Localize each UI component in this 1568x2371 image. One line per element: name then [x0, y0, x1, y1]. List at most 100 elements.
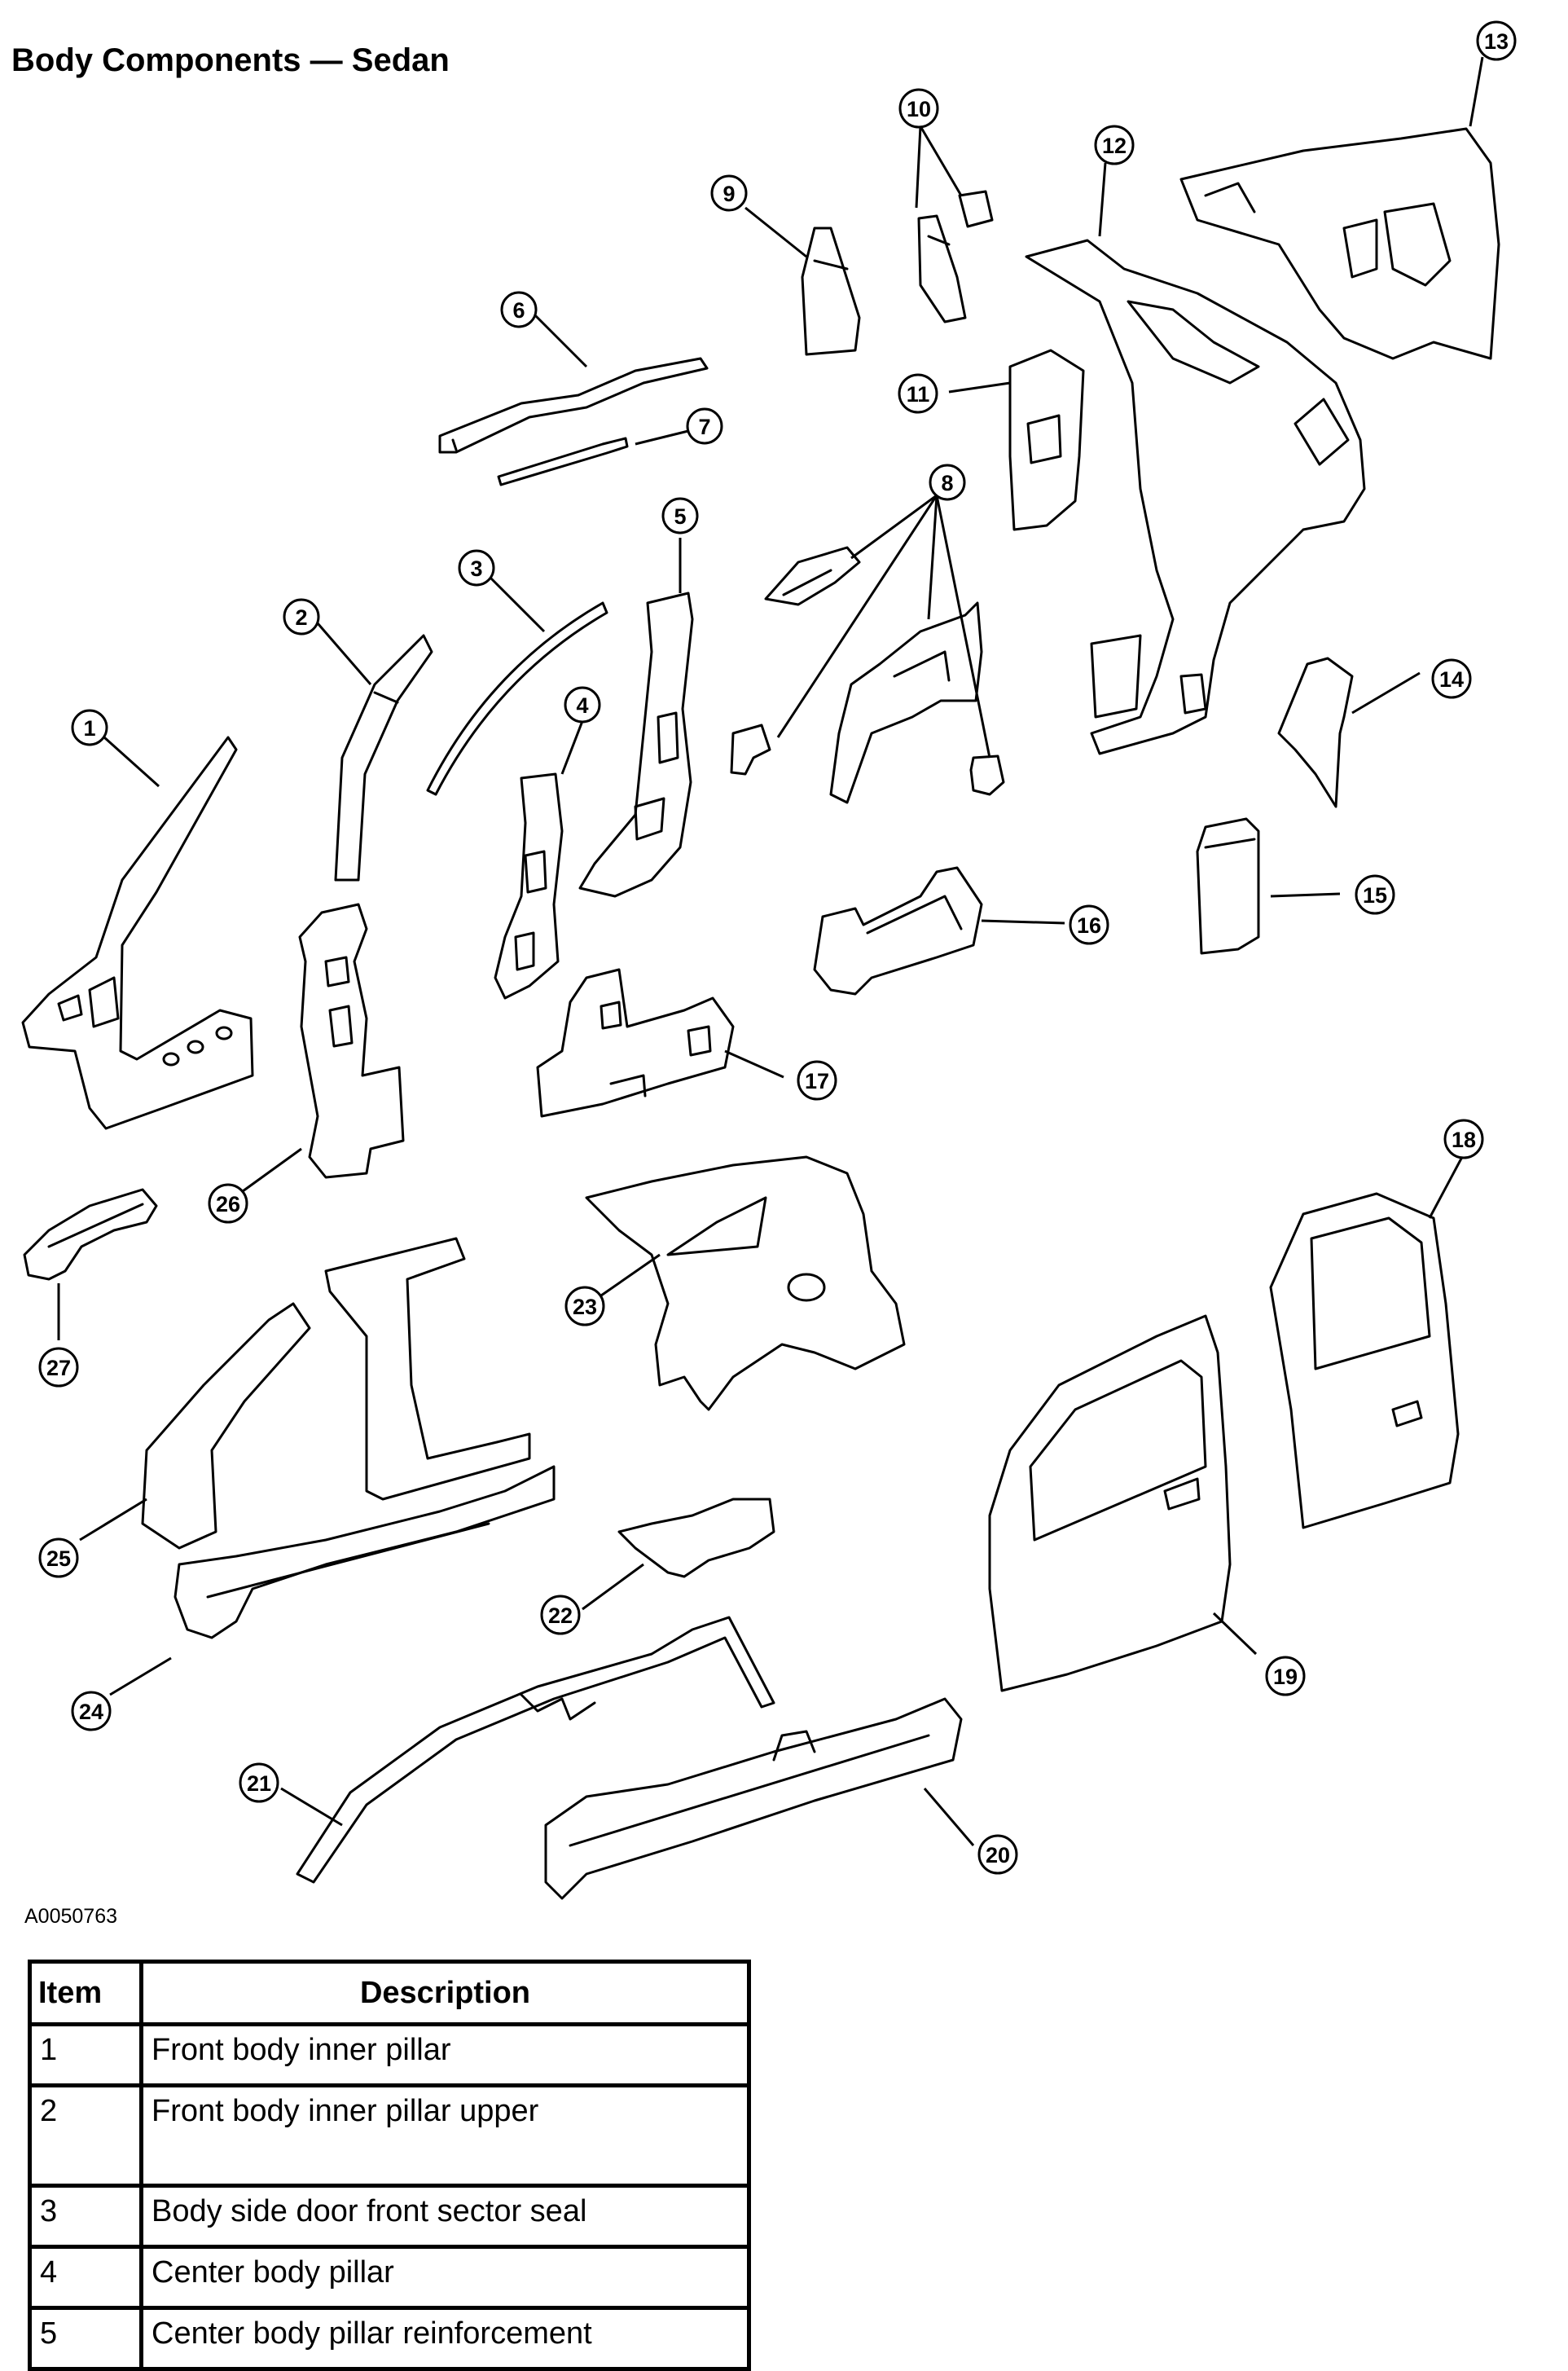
part-27-bracket — [23, 1188, 158, 1281]
svg-text:6: 6 — [512, 298, 525, 323]
part-20-sill-reinforcement — [544, 1697, 963, 1900]
callout-20: 20 — [977, 1834, 1018, 1875]
item-description-table: Item Description 1 Front body inner pill… — [28, 1960, 751, 2371]
item-cell: 4 — [28, 2245, 143, 2310]
callout-13: 13 — [1476, 20, 1517, 61]
item-cell: 2 — [28, 2083, 143, 2188]
svg-text:12: 12 — [1102, 134, 1127, 158]
table-row: 1 Front body inner pillar — [28, 2022, 751, 2087]
svg-text:26: 26 — [216, 1192, 240, 1216]
callout-24: 24 — [71, 1691, 112, 1731]
page-title: Body Components — Sedan — [11, 42, 450, 78]
table-row: 2 Front body inner pillar upper — [28, 2083, 751, 2188]
svg-text:7: 7 — [698, 415, 710, 439]
callout-19: 19 — [1265, 1656, 1306, 1696]
callout-1: 1 — [71, 709, 108, 746]
part-15-block — [1196, 817, 1260, 955]
svg-text:14: 14 — [1439, 667, 1464, 692]
part-11-panel — [1008, 349, 1085, 531]
svg-text:18: 18 — [1452, 1128, 1476, 1152]
svg-text:27: 27 — [46, 1356, 71, 1380]
part-8-brackets — [730, 546, 1005, 804]
callout-18: 18 — [1443, 1119, 1484, 1159]
part-25-body-side-outer — [141, 1237, 531, 1550]
callout-9: 9 — [710, 174, 748, 212]
part-24-rocker-outer — [173, 1465, 556, 1639]
part-13-rear-inner-panel — [1179, 127, 1500, 360]
callout-5: 5 — [661, 497, 699, 534]
svg-text:10: 10 — [907, 97, 931, 121]
part-1-front-body-inner-pillar — [21, 736, 254, 1130]
description-cell: Front body inner pillar upper — [139, 2083, 751, 2188]
callout-3: 3 — [458, 549, 495, 587]
part-14-bracket — [1277, 657, 1354, 808]
column-header-description: Description — [139, 1960, 751, 2026]
callout-15: 15 — [1355, 874, 1395, 915]
part-2-inner-pillar-upper — [334, 634, 433, 882]
column-header-item: Item — [28, 1960, 143, 2026]
callout-4: 4 — [564, 686, 601, 724]
svg-text:2: 2 — [295, 605, 307, 630]
description-cell: Center body pillar reinforcement — [139, 2306, 751, 2371]
svg-text:21: 21 — [247, 1771, 271, 1796]
callout-25: 25 — [38, 1537, 79, 1578]
part-9-bracket — [801, 227, 861, 356]
callout-17: 17 — [797, 1060, 837, 1101]
item-cell: 3 — [28, 2184, 143, 2249]
svg-text:23: 23 — [573, 1295, 597, 1319]
part-4-center-body-pillar — [494, 772, 564, 1000]
svg-text:22: 22 — [548, 1603, 573, 1628]
callout-10: 10 — [898, 88, 939, 129]
description-cell: Front body inner pillar — [139, 2022, 751, 2087]
svg-text:25: 25 — [46, 1546, 71, 1571]
part-17-bracket — [536, 968, 735, 1118]
description-cell: Body side door front sector seal — [139, 2184, 751, 2249]
part-19-front-door — [988, 1314, 1232, 1692]
part-7-rail-strip — [497, 437, 629, 486]
svg-text:16: 16 — [1077, 913, 1101, 938]
part-6-roof-rail — [438, 357, 709, 454]
table-row: 4 Center body pillar — [28, 2245, 751, 2310]
part-18-rear-door — [1269, 1192, 1460, 1529]
svg-text:9: 9 — [723, 182, 735, 206]
callout-6: 6 — [500, 291, 538, 328]
exploded-parts-diagram: 1 2 3 4 5 6 7 8 9 10 11 12 13 14 15 16 1… — [21, 20, 1517, 1900]
svg-text:8: 8 — [941, 471, 953, 495]
part-16-bracket — [813, 866, 983, 996]
svg-text:1: 1 — [83, 716, 95, 741]
callout-22: 22 — [540, 1595, 581, 1635]
svg-text:20: 20 — [986, 1843, 1010, 1867]
table-header-row: Item Description — [28, 1960, 751, 2026]
callout-27: 27 — [38, 1347, 79, 1388]
description-cell: Center body pillar — [139, 2245, 751, 2310]
item-cell: 5 — [28, 2306, 143, 2371]
svg-text:17: 17 — [805, 1069, 829, 1093]
callout-11: 11 — [898, 373, 938, 414]
table-row: 5 Center body pillar reinforcement — [28, 2306, 751, 2371]
callout-2: 2 — [283, 598, 320, 636]
svg-text:5: 5 — [674, 504, 686, 529]
svg-text:11: 11 — [907, 382, 930, 407]
callout-7: 7 — [686, 407, 723, 445]
svg-text:3: 3 — [470, 556, 482, 581]
callout-21: 21 — [239, 1762, 279, 1803]
svg-text:15: 15 — [1363, 883, 1387, 908]
callout-26: 26 — [208, 1183, 248, 1224]
part-5-pillar-reinforcement — [578, 592, 694, 898]
callout-16: 16 — [1069, 904, 1109, 945]
svg-text:24: 24 — [79, 1700, 103, 1724]
part-10-clips — [917, 190, 994, 323]
part-22-bracket — [617, 1498, 775, 1578]
item-cell: 1 — [28, 2022, 143, 2087]
callout-14: 14 — [1431, 658, 1472, 699]
figure-id: A0050763 — [24, 1905, 118, 1928]
part-21-roof-rail-outer — [296, 1616, 775, 1884]
part-12-quarter-inner — [1025, 239, 1366, 755]
part-23-quarter-outer — [585, 1155, 906, 1411]
svg-text:4: 4 — [576, 693, 588, 718]
table-row: 3 Body side door front sector seal — [28, 2184, 751, 2249]
leader-lines — [57, 56, 1484, 1846]
callout-12: 12 — [1094, 125, 1135, 165]
callout-23: 23 — [564, 1286, 605, 1326]
svg-text:19: 19 — [1273, 1665, 1298, 1689]
